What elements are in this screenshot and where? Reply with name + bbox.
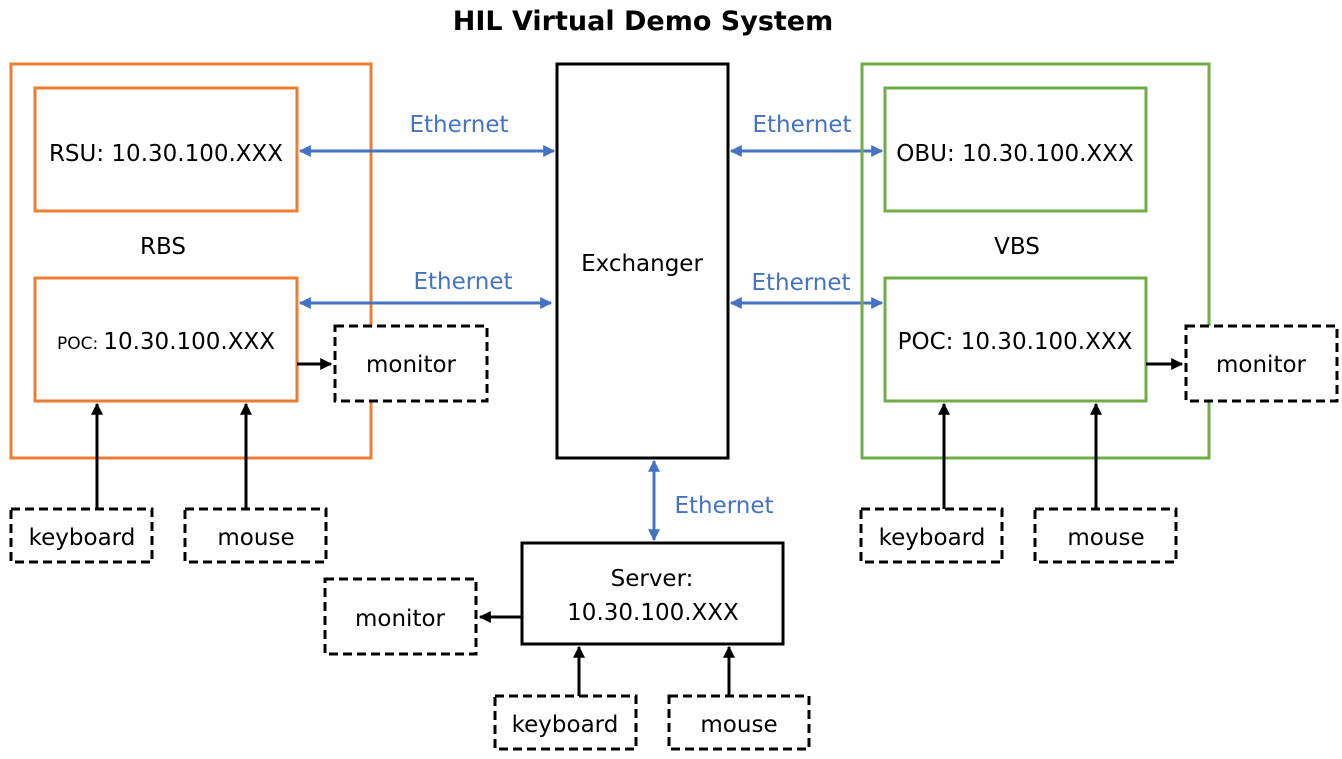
rsu-ethernet-label: Ethernet	[409, 112, 508, 138]
diagram-title: HIL Virtual Demo System	[453, 6, 834, 37]
obu-prefix: OBU:	[896, 141, 954, 167]
vbs-poc-box	[883, 276, 1148, 403]
rbs-monitor-label: monitor	[366, 352, 457, 378]
vbs-keyboard-label: keyboard	[879, 525, 986, 551]
rbs-keyboard-label: keyboard	[29, 525, 136, 551]
rbs-mouse-box	[183, 507, 328, 564]
vbs-group-box	[860, 62, 1211, 460]
vbs-poc-ethernet-label: Ethernet	[751, 270, 850, 296]
server-ip: 10.30.100.XXX	[567, 600, 739, 626]
server-mouse-label: mouse	[700, 712, 777, 738]
rsu-prefix: RSU:	[49, 141, 104, 167]
vbs-poc-ip: 10.30.100.XXX	[961, 329, 1133, 355]
rbs-poc-ip: 10.30.100.XXX	[103, 329, 275, 355]
exchanger-box	[555, 62, 730, 460]
vbs-mouse-label: mouse	[1067, 525, 1144, 551]
vbs-poc-prefix: POC:	[898, 329, 954, 355]
rsu-text: RSU: 10.30.100.XXX	[49, 141, 283, 167]
vbs-monitor-box	[1184, 324, 1339, 403]
obu-text: OBU: 10.30.100.XXX	[896, 141, 1134, 167]
rbs-poc-prefix: POC:	[57, 334, 98, 354]
server-box	[520, 541, 785, 646]
vbs-label: VBS	[994, 234, 1040, 260]
server-keyboard-box	[493, 694, 638, 751]
obu-ip: 10.30.100.XXX	[962, 141, 1134, 167]
server-keyboard-label: keyboard	[512, 712, 619, 738]
vbs-mouse-box	[1033, 507, 1178, 564]
rbs-label: RBS	[140, 234, 186, 260]
server-mouse-box	[667, 694, 811, 751]
server-ethernet-label: Ethernet	[674, 493, 773, 519]
obu-box	[883, 86, 1148, 213]
rsu-box	[33, 86, 299, 213]
server-monitor-box	[323, 577, 478, 656]
rbs-poc-ethernet-label: Ethernet	[413, 269, 512, 295]
obu-ethernet-label: Ethernet	[752, 112, 851, 138]
rbs-monitor-box	[333, 324, 489, 403]
rsu-ip: 10.30.100.XXX	[111, 141, 283, 167]
vbs-poc-text: POC: 10.30.100.XXX	[898, 329, 1133, 355]
rbs-group-box	[9, 62, 373, 460]
rbs-mouse-label: mouse	[217, 525, 294, 551]
rbs-poc-text: POC: 10.30.100.XXX	[57, 329, 275, 355]
server-label: Server:	[611, 566, 694, 592]
rbs-keyboard-box	[9, 507, 154, 564]
vbs-monitor-label: monitor	[1216, 352, 1307, 378]
rbs-poc-box	[33, 276, 299, 403]
exchanger-label: Exchanger	[581, 251, 703, 277]
vbs-keyboard-box	[859, 507, 1004, 564]
server-monitor-label: monitor	[355, 606, 446, 632]
